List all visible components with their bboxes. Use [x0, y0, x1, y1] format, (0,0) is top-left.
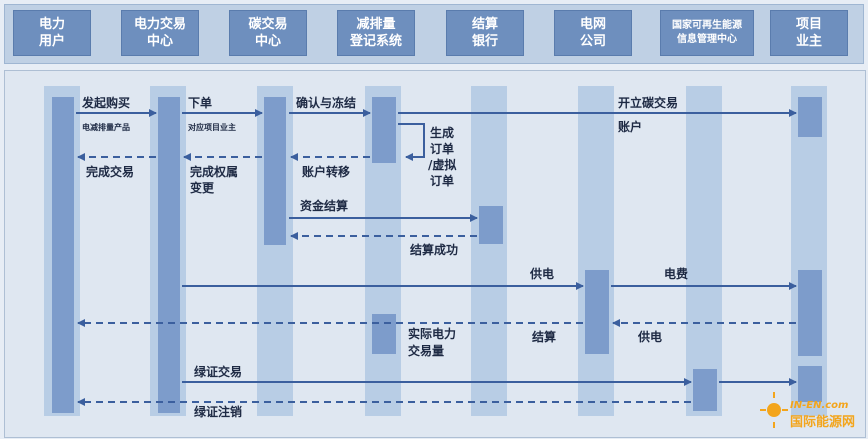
activation-bars [52, 97, 822, 413]
activation-project-owner [798, 97, 822, 137]
participant-grid-company: 电网 公司 [554, 10, 632, 56]
activation-power-user [52, 97, 74, 413]
label-gen-order-2: 订单 [430, 141, 454, 156]
label-power-supply-back: 供电 [637, 329, 662, 344]
label-rights-change-2: 变更 [190, 180, 215, 195]
lifeline-settlement-bank [471, 86, 507, 416]
activation-project-owner-3 [798, 366, 822, 402]
label-emission-product: 电减排量产品 [82, 122, 130, 132]
label-gen-order-1: 生成 [430, 125, 454, 140]
label-open-account: 开立碳交易 [618, 95, 678, 110]
activation-power-exchange [158, 97, 180, 413]
label-account: 账户 [618, 119, 642, 134]
lifeline-grid-company [578, 86, 614, 416]
label-rights-change-1: 完成权属 [190, 164, 238, 179]
label-account-transfer: 账户转移 [302, 164, 350, 179]
label-settle-success: 结算成功 [410, 242, 458, 257]
label-power-supply: 供电 [529, 266, 554, 281]
participant-project-owner: 项目 业主 [770, 10, 848, 56]
participant-power-user: 电力 用户 [13, 10, 91, 56]
watermark-domain: IN-EN.com [790, 400, 848, 411]
label-project-owner-ref: 对应项目业主 [188, 122, 236, 132]
sequence-panel [4, 70, 866, 438]
label-fund-settle: 资金结算 [300, 198, 348, 213]
label-complete-trade: 完成交易 [86, 164, 134, 179]
participant-renewable-center: 国家可再生能源 信息管理中心 [660, 10, 754, 56]
activation-settlement-bank [479, 206, 503, 244]
arrow-self-generate-order [398, 123, 425, 161]
label-green-trade: 绿证交易 [194, 364, 242, 379]
activation-carbon-registry [372, 97, 396, 163]
activation-project-owner-2 [798, 270, 822, 356]
activation-grid-company [585, 270, 609, 354]
label-gen-order-4: 订单 [430, 173, 454, 188]
lifeline-project-owner [791, 86, 827, 416]
label-gen-order-3: /虚拟 [428, 157, 456, 172]
label-settlement: 结算 [532, 329, 556, 344]
watermark-site-name: 国际能源网 [790, 414, 855, 430]
label-electricity-fee: 电费 [664, 266, 688, 281]
sun-icon [760, 392, 788, 428]
lifeline-renewable-center [686, 86, 722, 416]
watermark-logo: IN-EN.com 国际能源网 [760, 392, 855, 430]
participant-settlement-bank: 结算 银行 [446, 10, 524, 56]
participant-power-exchange: 电力交易 中心 [121, 10, 199, 56]
participant-carbon-registry: 减排量 登记系统 [337, 10, 415, 56]
activation-renewable-center [693, 369, 717, 411]
participant-carbon-exchange: 碳交易 中心 [229, 10, 307, 56]
activation-carbon-exchange [264, 97, 286, 245]
label-order: 下单 [188, 95, 212, 110]
label-confirm-freeze: 确认与冻结 [296, 95, 356, 110]
activation-carbon-registry-2 [372, 314, 396, 354]
label-actual-volume-2: 交易量 [408, 343, 444, 358]
label-green-cancel: 绿证注销 [194, 404, 242, 419]
label-purchase: 发起购买 [81, 95, 130, 110]
label-actual-volume-1: 实际电力 [408, 326, 456, 341]
